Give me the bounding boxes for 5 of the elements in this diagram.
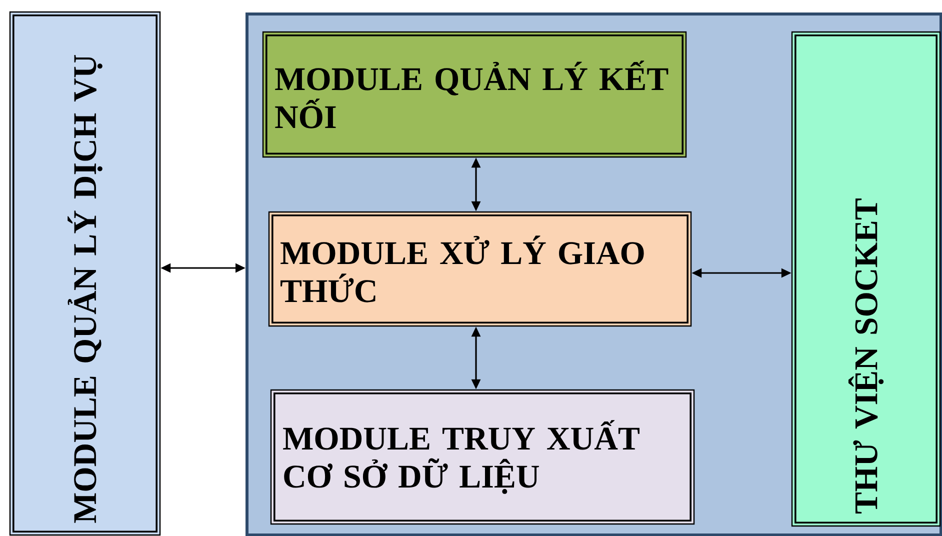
module-box: MODULE TRUY XUẤT CƠ SỞ DỮ LIỆU [270,389,695,525]
library-box: THƯ VIỆN SOCKET [791,31,941,527]
module-box: MODULE QUẢN LÝ KẾT NỐI [262,31,687,158]
module-box: MODULE XỬ LÝ GIAO THỨC [268,211,692,327]
module-box: MODULE QUẢN LÝ DỊCH VỤ [9,11,161,536]
